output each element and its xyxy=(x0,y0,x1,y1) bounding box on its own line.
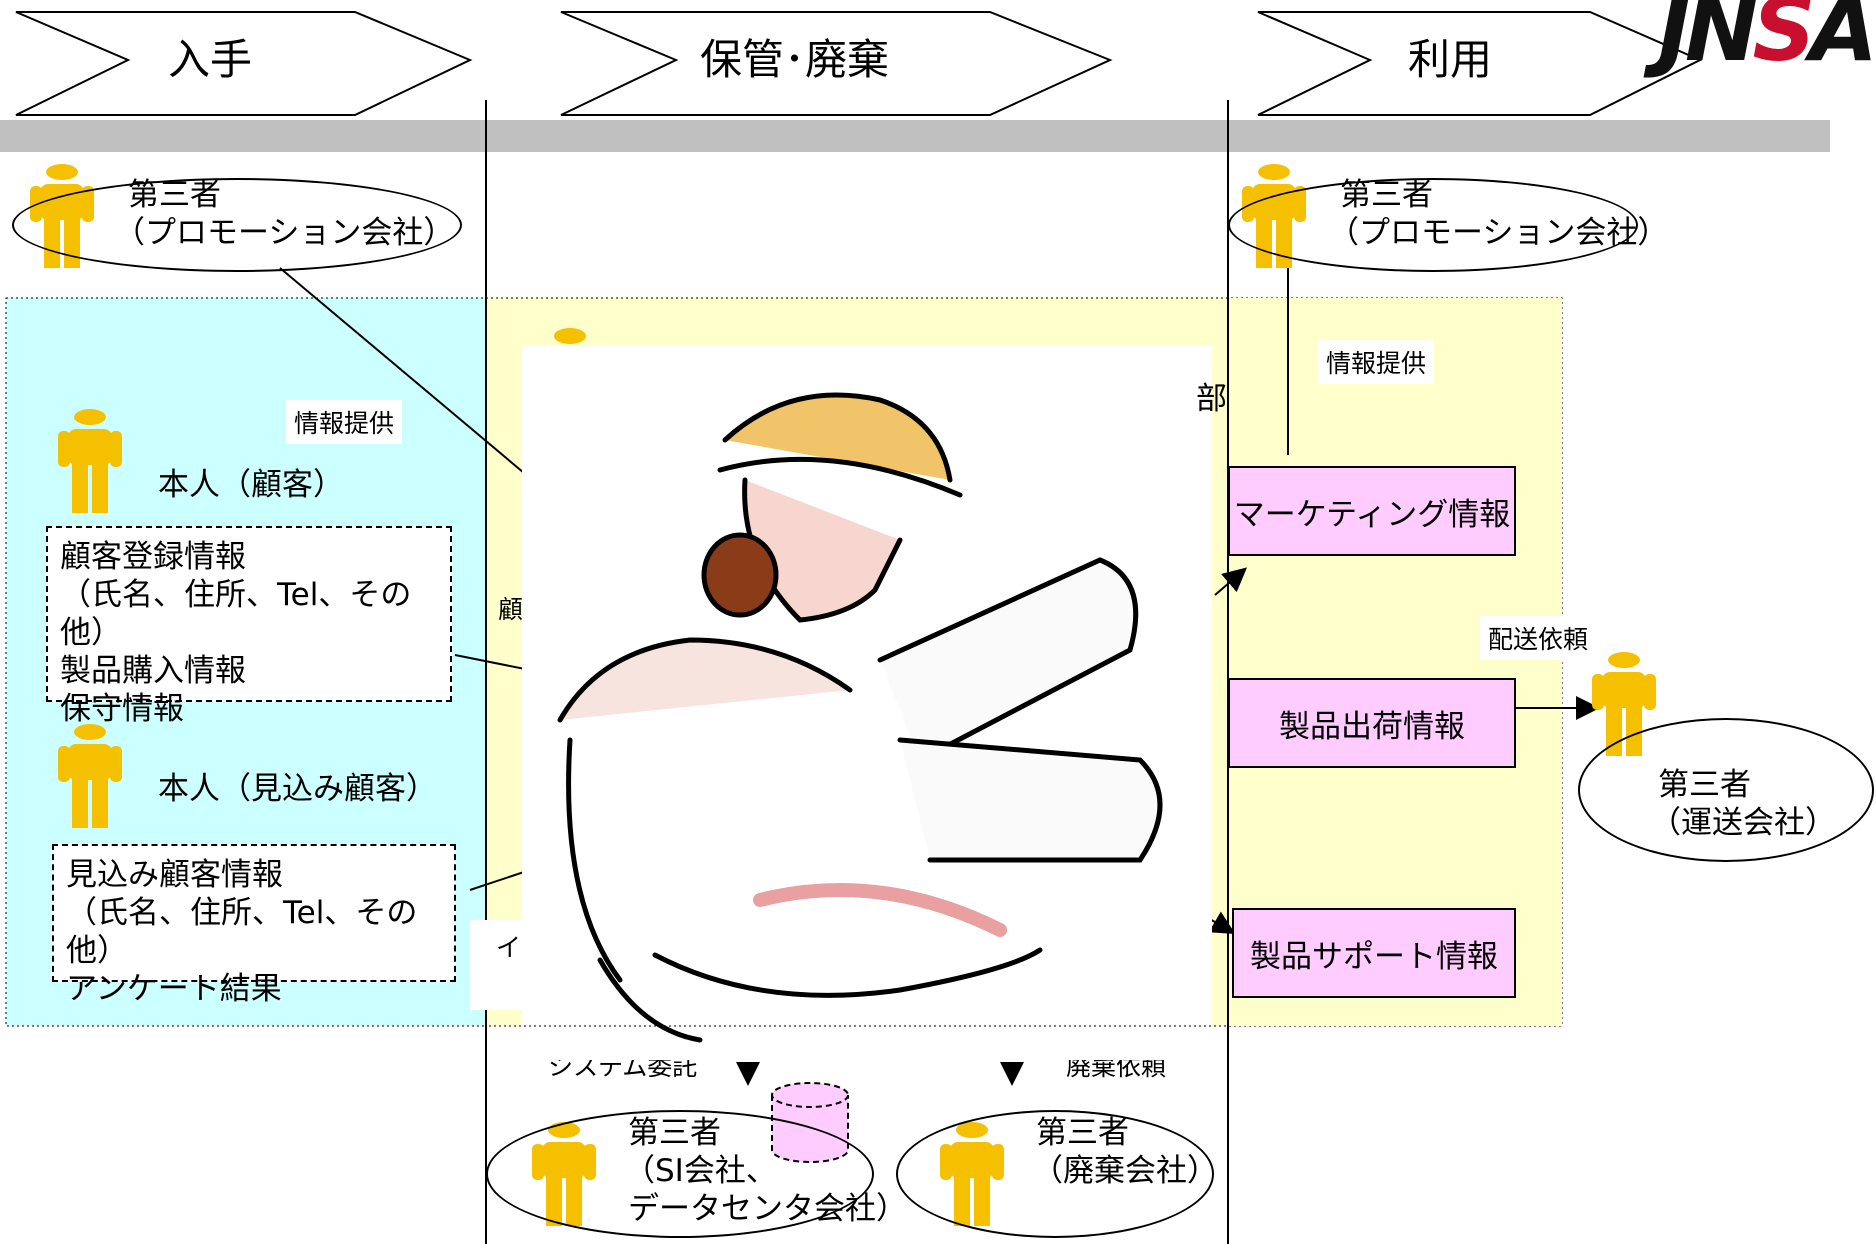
si-line2: （SI会社、 xyxy=(624,1153,777,1189)
info-provide-right: 情報提供 xyxy=(1318,340,1435,384)
chevron-3 xyxy=(1257,11,1703,116)
partial-text-3: イ xyxy=(496,933,522,962)
partial-text-1: 部 xyxy=(1196,381,1227,417)
ellipse-disposal xyxy=(896,1110,1214,1238)
partial-text-2: 顧 xyxy=(498,595,524,624)
info-provide-left: 情報提供 xyxy=(286,400,403,444)
ellipse-si xyxy=(486,1110,874,1238)
customer-info-line: 保守情報 xyxy=(60,691,184,727)
prospect-label: 本人（見込み顧客） xyxy=(158,771,437,807)
third-party-right-line1: 第三者 xyxy=(1340,177,1433,213)
customer-label: 本人（顧客） xyxy=(158,467,344,503)
ellipse-third-party-left xyxy=(12,178,462,272)
ellipse-third-party-right xyxy=(1228,178,1638,272)
ellipse-carrier xyxy=(1578,718,1874,862)
prospect-info-line: （氏名、住所、Tel、その他） xyxy=(66,895,418,969)
customer-info-line: 顧客登録情報 xyxy=(60,539,246,575)
third-party-right-line2: （プロモーション会社） xyxy=(1328,215,1669,251)
third-party-left-line2: （プロモーション会社） xyxy=(114,215,455,251)
carrier-line2: （運送会社） xyxy=(1650,805,1836,841)
disposal-line2: （廃棄会社） xyxy=(1032,1153,1218,1189)
customer-info-line: 製品購入情報 xyxy=(60,653,246,689)
right-zone-fill xyxy=(1228,298,1562,1026)
stage-use-label: 利用 xyxy=(1408,35,1493,84)
shipping-request-label: 配送依頼 xyxy=(1480,616,1597,660)
marketing-info-box: マーケティング情報 xyxy=(1228,466,1516,556)
carrier-line1: 第三者 xyxy=(1658,767,1751,803)
si-line3: データセンタ会社） xyxy=(628,1191,907,1227)
stage-store-label: 保管･廃棄 xyxy=(700,35,890,84)
support-info-box: 製品サポート情報 xyxy=(1232,908,1516,998)
shipping-info-box: 製品出荷情報 xyxy=(1228,678,1516,768)
customer-info-box: 顧客登録情報 （氏名、住所、Tel、その他） 製品購入情報 保守情報 xyxy=(46,526,452,727)
system-outsource-label: システム委託 xyxy=(548,1060,698,1081)
third-party-left-line1: 第三者 xyxy=(128,177,221,213)
disposal-line1: 第三者 xyxy=(1036,1115,1129,1151)
prospect-info-box: 見込み顧客情報 （氏名、住所、Tel、その他） アンケート結果 xyxy=(52,844,456,1007)
customer-info-line: （氏名、住所、Tel、その他） xyxy=(60,577,412,651)
chevron-2 xyxy=(560,11,1113,116)
worker-clipart xyxy=(557,392,1163,1043)
prospect-info-line: アンケート結果 xyxy=(66,971,282,1007)
header-bar xyxy=(0,120,1830,152)
chevron-1 xyxy=(15,11,473,116)
disposal-request-label: 廃棄依頼 xyxy=(1066,1060,1167,1081)
si-line1: 第三者 xyxy=(628,1115,721,1151)
jnsa-logo: JNSA xyxy=(1658,0,1876,81)
stage-acquire-label: 入手 xyxy=(168,35,253,84)
prospect-info-line: 見込み顧客情報 xyxy=(66,857,283,893)
person-icon-partial xyxy=(554,328,586,344)
